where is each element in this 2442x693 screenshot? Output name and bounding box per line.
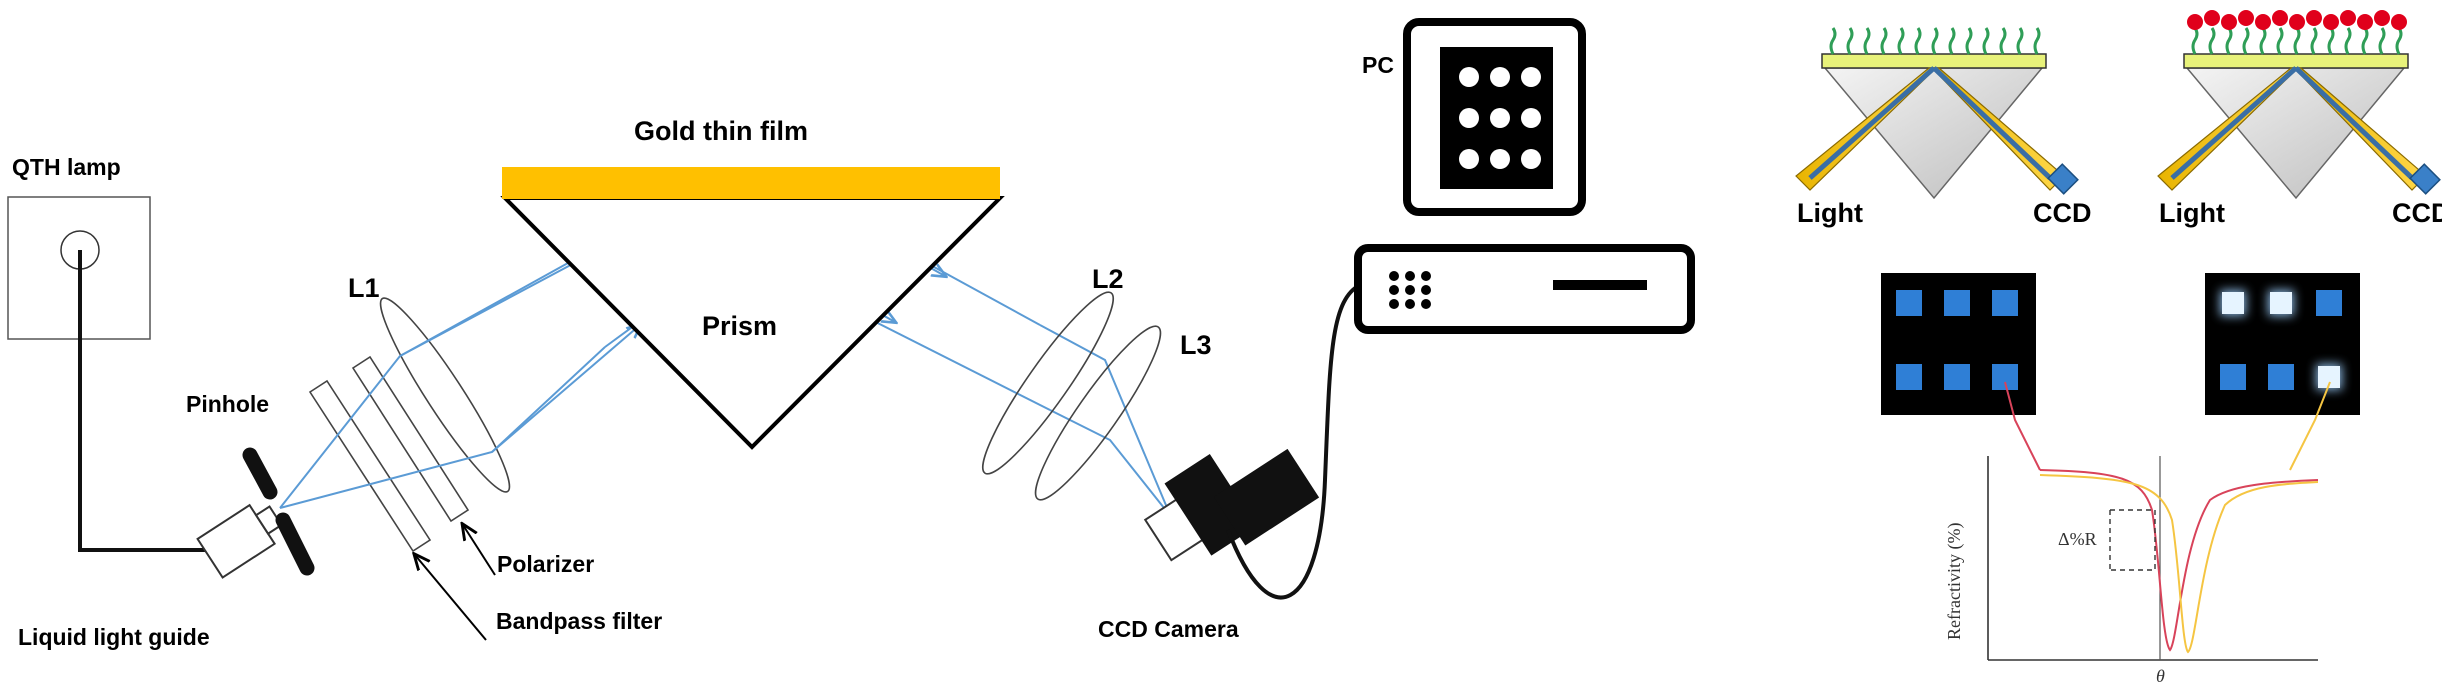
bandpass-filter	[308, 379, 432, 553]
light-label-left: Light	[1797, 198, 1863, 228]
fiber-connector	[196, 503, 283, 579]
lens-l3	[1034, 325, 1162, 501]
sensor-chip-analyte	[2157, 10, 2441, 200]
gold-film-label: Gold thin film	[634, 116, 808, 146]
curve-before	[2039, 469, 2319, 652]
gold-thin-film	[502, 167, 1000, 199]
ccd-label-left: CCD	[2033, 198, 2092, 228]
refractivity-plot: Δ%R Refractivity (%) θ	[1944, 456, 2319, 686]
pinhole-label: Pinhole	[186, 391, 269, 417]
spot-array-after	[2205, 273, 2360, 415]
ccd-camera	[1143, 448, 1320, 562]
plot-xlabel: θ	[2156, 666, 2165, 686]
lens-l1	[379, 297, 511, 493]
ccd-label-right: CCD	[2392, 198, 2442, 228]
lens-l1-label: L1	[348, 273, 380, 303]
camera-cable	[1226, 283, 1361, 600]
delta-bracket	[2110, 509, 2156, 571]
pc-case	[1354, 244, 1695, 334]
bandpass-label: Bandpass filter	[496, 608, 662, 634]
bandpass-pointer	[415, 555, 487, 641]
analyte-molecules	[2187, 10, 2407, 30]
pc-monitor	[1403, 18, 1586, 216]
polarizer-pointer	[463, 525, 496, 576]
lens-l3-label: L3	[1180, 330, 1212, 360]
delta-r-label: Δ%R	[2058, 529, 2097, 549]
light-label-right: Light	[2159, 198, 2225, 228]
light-guide-cable	[78, 250, 210, 552]
curve-after	[2039, 474, 2319, 654]
spot-array-before	[1881, 273, 2036, 415]
ccd-camera-label: CCD Camera	[1098, 616, 1239, 642]
prism-label: Prism	[702, 311, 777, 341]
sensor-chip-ligand	[1795, 27, 2079, 200]
ligand-strands	[1829, 27, 2041, 55]
pinhole	[275, 512, 315, 576]
spot-to-curve-red	[2004, 381, 2041, 471]
spot-to-curve-yellow	[2289, 381, 2331, 471]
ligand-strands	[2191, 27, 2403, 55]
light-guide-label: Liquid light guide	[18, 624, 210, 650]
pinhole	[242, 447, 278, 500]
polarizer-label: Polarizer	[497, 551, 594, 577]
plot-ylabel: Refractivity (%)	[1944, 523, 1965, 640]
pc-label: PC	[1362, 52, 1394, 78]
lens-l2	[982, 291, 1114, 475]
polarizer	[351, 355, 470, 523]
qth-lamp-label: QTH lamp	[12, 154, 121, 180]
lens-l2-label: L2	[1092, 264, 1124, 294]
